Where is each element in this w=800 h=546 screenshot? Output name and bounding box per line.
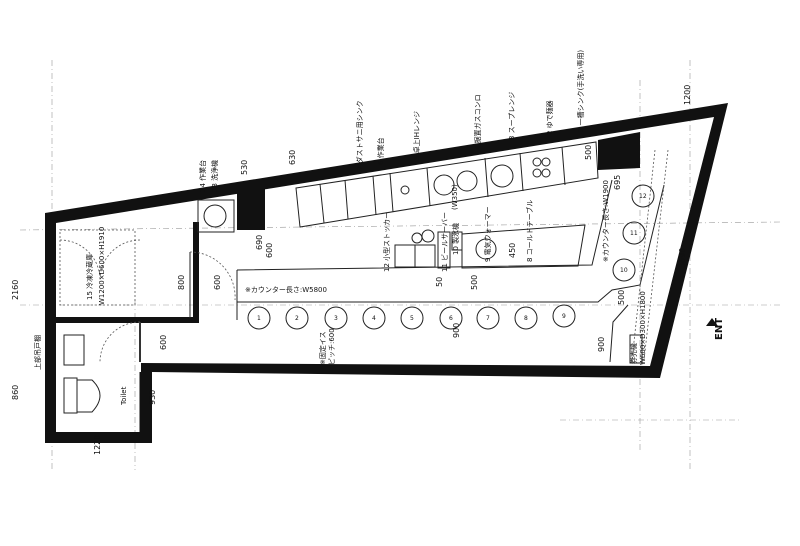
stool: 5 [400,306,424,330]
entrance-marker: ENT [706,318,725,340]
stool: 12 [631,184,655,208]
svg-text:600: 600 [265,243,274,258]
counter-side-label: ※カウンター長さ:W1900 [601,180,610,262]
counter: ※カウンター長さ:W5800 ※カウンター長さ:W1900 [236,179,665,320]
toilet-icon [76,379,101,413]
svg-text:530: 530 [240,160,249,175]
svg-text:900: 900 [597,337,606,352]
freezer-room-wall [56,222,199,323]
equipment-labels: 7 ダストサニ用シンク 6 作業台 5 卓上IHレンジ 4 据置ガスコンロ 3 … [198,50,585,272]
counter-main-label: ※カウンター長さ:W5800 [245,285,327,294]
svg-text:860: 860 [11,385,20,400]
svg-text:500: 500 [470,275,479,290]
svg-text:1: 1 [257,315,261,322]
svg-text:6 作業台: 6 作業台 [376,137,385,165]
dishwasher-icon [203,204,227,228]
svg-text:800: 800 [177,275,186,290]
svg-text:600: 600 [159,335,168,350]
svg-text:500: 500 [584,145,593,160]
ticket-size: W600×D300×H1800 [639,291,647,365]
svg-text:2: 2 [295,315,299,322]
svg-text:3 スープレンジ: 3 スープレンジ [508,92,516,140]
chairs-pitch-label: ピッチ:600 [328,328,336,365]
svg-text:695: 695 [613,175,622,190]
svg-text:9 電気ウォーマー: 9 電気ウォーマー [483,206,492,262]
svg-text:1200: 1200 [683,85,692,105]
dimensions: 2160 860 1220 530 630 690 600 800 600 60… [11,85,692,455]
stool: 8 [514,306,538,330]
svg-text:500: 500 [617,290,626,305]
svg-text:690: 690 [255,235,264,250]
freezer-label: 15 冷凍冷蔵庫 [85,254,94,300]
svg-text:450: 450 [508,243,517,258]
svg-text:(W350): (W350) [451,184,459,210]
svg-text:8: 8 [524,315,528,322]
pillar-right [598,132,640,170]
stool: 10 [612,258,636,282]
toilet-room: Toilet 上部吊戸棚 [33,334,128,414]
svg-text:2160: 2160 [11,280,20,300]
svg-text:1 一槽シンク(手洗い専用): 1 一槽シンク(手洗い専用) [576,50,585,132]
toilet-label: Toilet [120,386,128,406]
svg-text:1220: 1220 [93,435,102,455]
svg-text:4 据置ガスコンロ: 4 据置ガスコンロ [473,94,482,150]
bar-equipment [394,224,586,269]
freezer-size: W1200×D600×H1910 [98,227,106,305]
svg-text:9: 9 [562,313,566,320]
outer-walls [45,103,728,443]
svg-text:3690: 3690 [678,248,687,268]
entrance-arrow-icon [706,318,718,326]
stool: 7 [476,306,500,330]
svg-text:7 ダストサニ用シンク: 7 ダストサニ用シンク [355,100,364,170]
svg-text:930: 930 [148,390,157,405]
kitchen-line [295,141,599,228]
svg-text:7: 7 [486,315,490,322]
stool: 4 [362,306,386,330]
svg-text:4: 4 [372,315,376,322]
svg-text:2 ゆで麺器: 2 ゆで麺器 [545,100,554,135]
stool: 3 [324,306,348,330]
freezer-unit: 15 冷凍冷蔵庫 W1200×D600×H1910 [59,227,136,306]
svg-text:14 作業台: 14 作業台 [198,160,207,192]
chairs-label: ※固定イス [318,331,327,365]
svg-text:10 製氷機: 10 製氷機 [451,223,460,255]
svg-text:12 小型ストッカー: 12 小型ストッカー [382,212,391,272]
stool: 6 [439,306,463,330]
svg-text:3: 3 [334,315,338,322]
svg-text:10: 10 [620,267,628,274]
svg-text:5: 5 [410,315,414,322]
svg-text:50: 50 [435,277,444,287]
svg-text:12: 12 [639,193,647,200]
entrance-label: ENT [714,318,725,340]
svg-text:6: 6 [449,315,453,322]
svg-text:630: 630 [288,150,297,165]
toilet-shelf-label: 上部吊戸棚 [33,335,42,370]
stool: 1 [247,306,271,330]
svg-text:900: 900 [452,323,461,338]
stool: 2 [285,306,309,330]
ticket-machine: 券売機 W600×D300×H1800 [609,291,647,365]
svg-text:600: 600 [213,275,222,290]
stools: 1 2 3 4 5 6 7 8 9 10 11 12 [247,184,655,330]
stool: 11 [622,221,646,245]
svg-text:8 コールドテーブル: 8 コールドテーブル [525,200,534,262]
pillar-left [237,188,265,230]
svg-text:11: 11 [630,230,638,237]
ticket-label: 券売機 [629,343,638,364]
svg-text:5 卓上IHレンジ: 5 卓上IHレンジ [412,111,421,160]
stool: 9 [552,304,576,328]
svg-text:13 洗浄機: 13 洗浄機 [210,160,219,192]
svg-text:11 ビールサーバー: 11 ビールサーバー [440,212,449,272]
